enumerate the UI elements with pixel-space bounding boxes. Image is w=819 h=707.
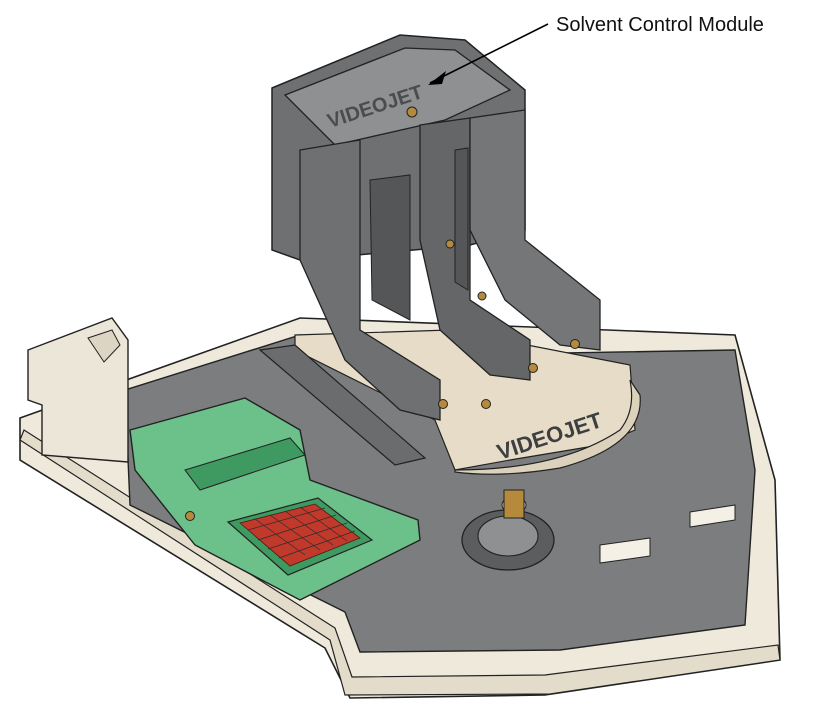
brass-screw: [481, 399, 491, 409]
tray-rail-right: [599, 504, 736, 564]
red-grid-lines: [247, 506, 356, 559]
module-left-leg: [299, 139, 441, 421]
green-pad-rib: [184, 437, 306, 491]
brass-screw: [477, 291, 487, 301]
red-grid: [239, 503, 361, 567]
fitting-stem: [503, 489, 525, 519]
fitting-ring: [477, 515, 539, 557]
mount-disk: [454, 379, 641, 475]
brass-screw: [406, 106, 418, 118]
brass-screw: [438, 399, 448, 409]
divider-bar: [258, 344, 427, 466]
module-slot: [369, 174, 411, 321]
module-slot: [454, 147, 469, 291]
module-right-leg: [469, 109, 601, 351]
brass-screw: [445, 239, 455, 249]
flap-hook: [87, 329, 121, 363]
brass-screw: [528, 363, 538, 373]
callout-arrowhead: [428, 71, 446, 85]
callout-leader: [429, 23, 549, 84]
brass-screw: [570, 339, 580, 349]
pad-screw: [185, 511, 195, 521]
callout-label: Solvent Control Module: [556, 14, 764, 36]
